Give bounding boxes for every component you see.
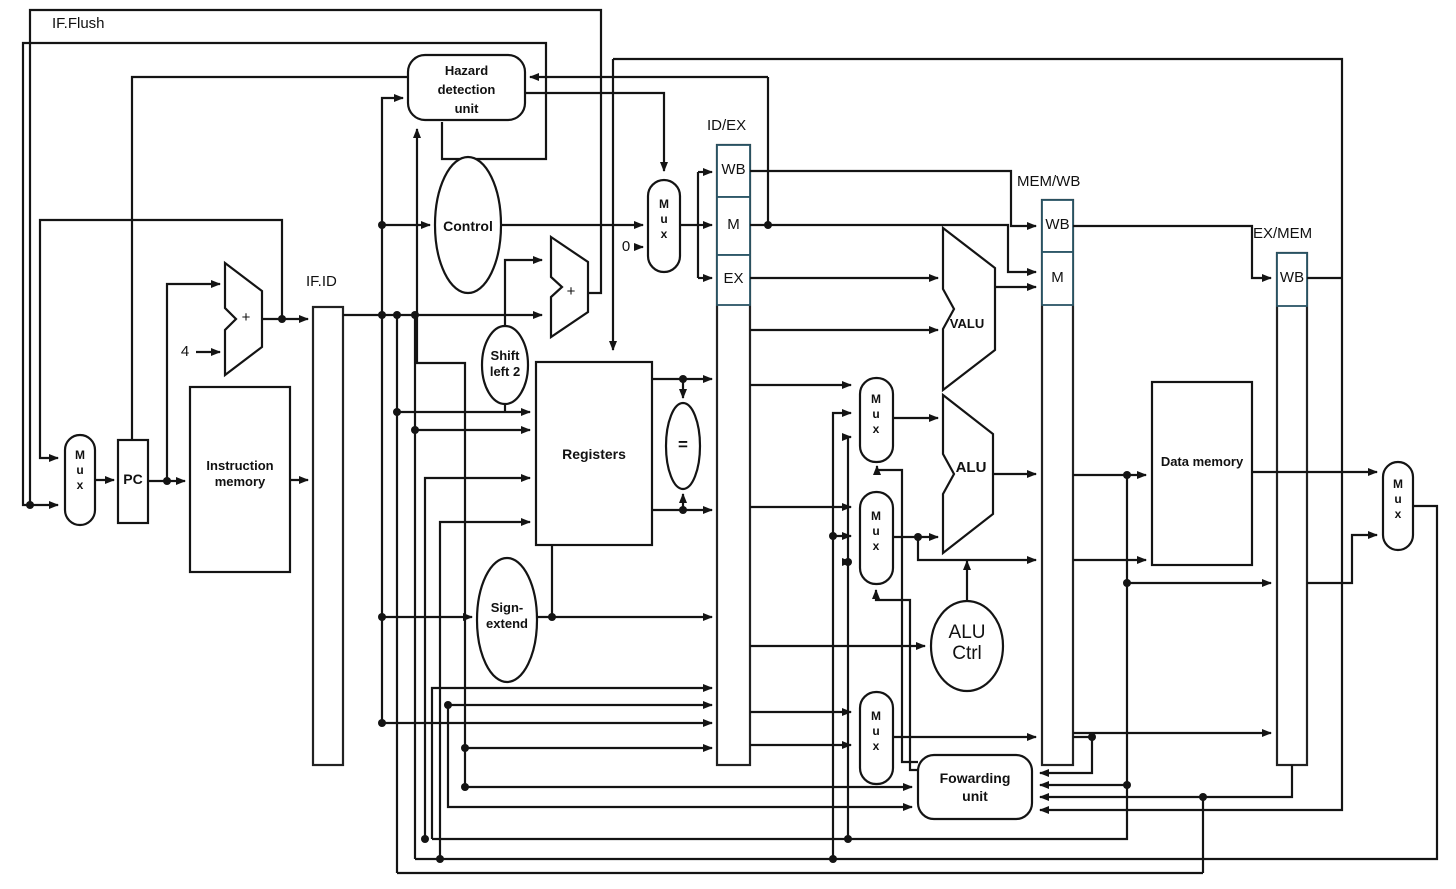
forwarding-unit-label: Fowarding unit — [939, 770, 1011, 804]
wires — [21, 8, 1439, 875]
mux-forward-c — [858, 690, 895, 786]
if-flush-label: IF.Flush — [52, 15, 105, 32]
exmem-wb-label: WB — [1279, 269, 1305, 286]
sign-extend-unit — [475, 556, 539, 684]
pc-adder — [223, 260, 264, 378]
mux-forward-b — [858, 490, 895, 586]
mux-pc-source — [63, 433, 97, 527]
pipeline-register-ifid — [311, 305, 345, 767]
shift-left-2-label: Shift left 2 — [489, 348, 521, 380]
hazard-unit-label: Hazard detection unit — [437, 63, 496, 116]
idex-ex-label: EX — [723, 270, 744, 287]
mux-control-flush — [646, 178, 682, 274]
mux-forward-a — [858, 376, 895, 464]
mux-writeback — [1381, 460, 1415, 552]
exmem-label: EX/MEM — [1253, 225, 1313, 242]
pipeline-register-exmem — [1275, 251, 1309, 767]
forwarding-unit — [916, 753, 1034, 821]
instruction-memory-label: Instruction memory — [206, 458, 274, 490]
alu — [941, 392, 995, 556]
idex-ex-section — [716, 254, 751, 306]
alu-control-unit — [929, 599, 1005, 693]
branch-adder-plus: + — [566, 283, 576, 300]
memwb-label: MEM/WB — [1017, 173, 1081, 190]
data-memory-label: Data memory — [1160, 454, 1244, 469]
pipeline-register-sections — [716, 144, 1308, 307]
equals-label: = — [678, 435, 688, 454]
idex-wb-label: WB — [721, 161, 746, 178]
pc-register — [116, 438, 150, 525]
sign-extend-label: Sign-extend — [486, 600, 528, 632]
memwb-wb-section — [1041, 199, 1074, 253]
mux-pc-label: Mux — [73, 448, 87, 493]
equality-comparator — [664, 401, 702, 491]
memwb-m-label: M — [1051, 269, 1064, 286]
idex-label: ID/EX — [707, 117, 747, 134]
mux-flush-label: Mux — [657, 197, 671, 242]
registers-file — [534, 360, 654, 547]
memwb-wb-label: WB — [1045, 216, 1070, 233]
control-unit — [433, 155, 503, 295]
mux-forward-c-label: Mux — [869, 709, 883, 754]
pc-adder-plus: + — [241, 309, 251, 326]
data-memory — [1150, 380, 1254, 567]
exmem-wb-section — [1276, 252, 1308, 307]
memwb-m-section — [1041, 251, 1074, 306]
mux-forward-a-label: Mux — [869, 392, 883, 437]
idex-m-section — [716, 196, 751, 256]
mux-forward-b-label: Mux — [869, 509, 883, 554]
control-label: Control — [443, 218, 493, 234]
alu-label: ALU — [955, 459, 987, 476]
valu-label: VALU — [949, 316, 985, 331]
alu-ctrl-label: ALU Ctrl — [948, 622, 986, 664]
shift-left-2-unit — [480, 324, 530, 406]
idex-m-label: M — [727, 216, 740, 233]
hazard-detection-unit — [406, 53, 527, 122]
registers-label: Registers — [562, 446, 626, 462]
junction-dots — [26, 221, 1207, 863]
mux-writeback-label: Mux — [1391, 477, 1405, 522]
ifid-label: IF.ID — [306, 273, 337, 290]
constant-four: 4 — [180, 343, 190, 360]
branch-alu — [941, 225, 997, 393]
branch-adder — [549, 234, 590, 340]
pc-label: PC — [123, 471, 143, 487]
instruction-memory — [188, 385, 292, 574]
constant-zero: 0 — [621, 238, 631, 255]
